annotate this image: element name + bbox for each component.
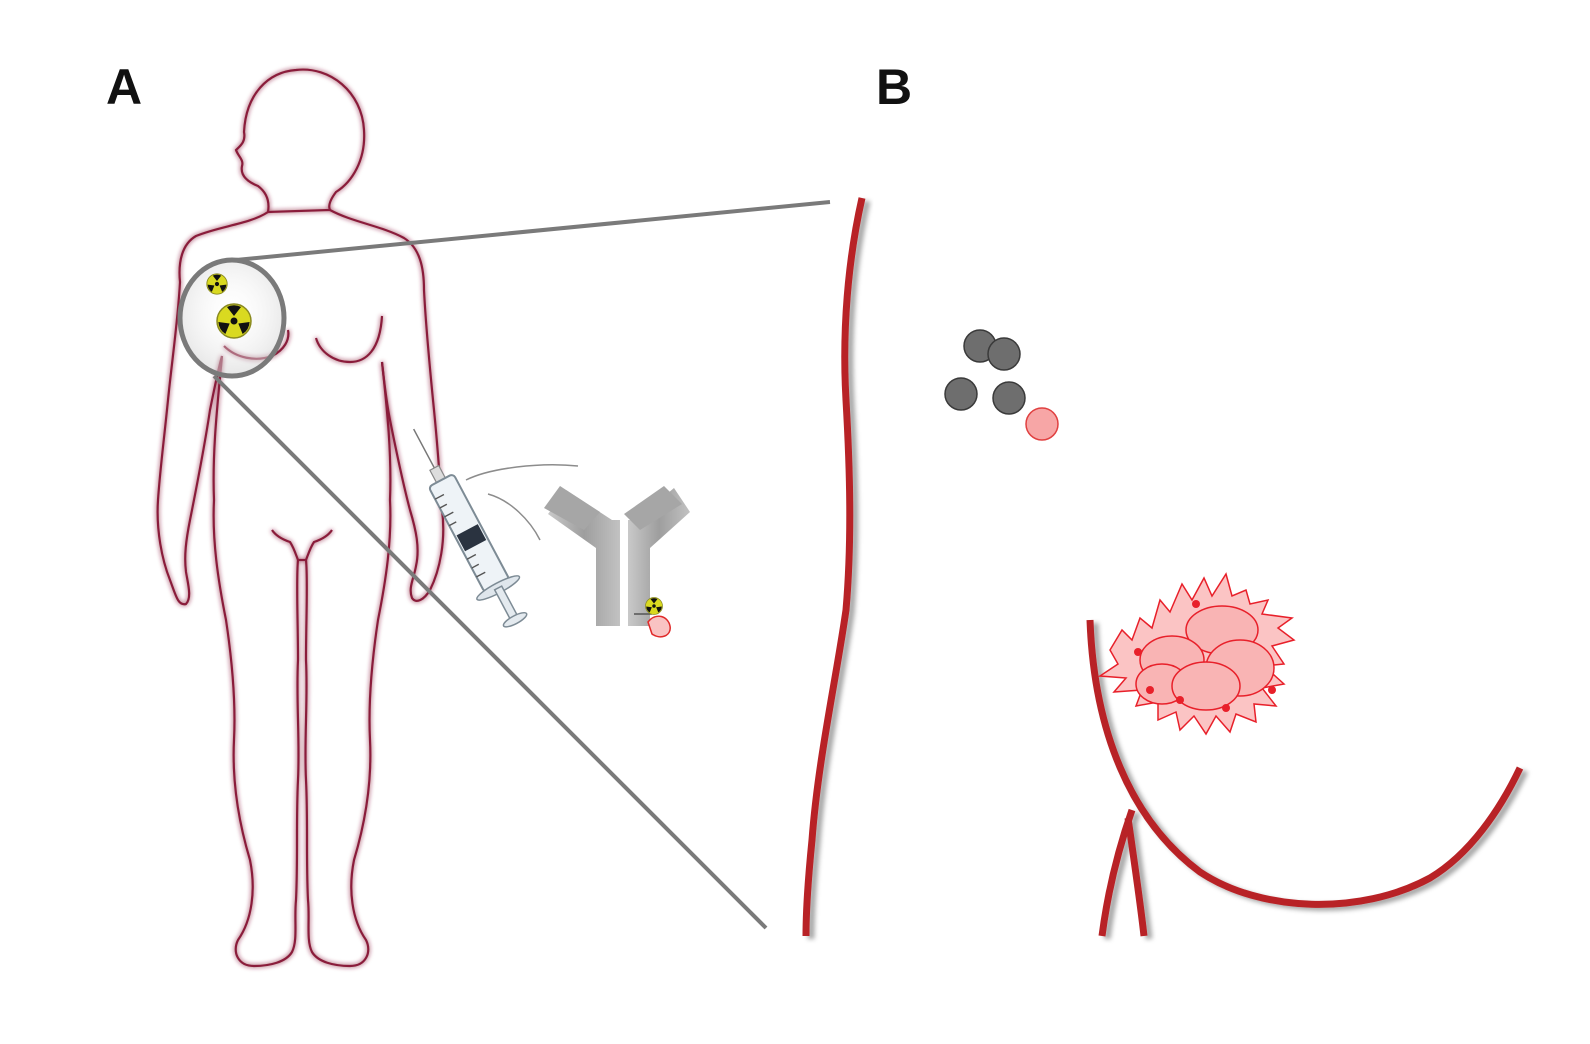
- vessel-right-curve: [1086, 619, 1524, 937]
- syringe-icon: [413, 428, 528, 628]
- panel-label-a: A: [106, 59, 143, 115]
- tumor-cluster-icon: [1097, 572, 1296, 736]
- radiation-large-icon: [216, 303, 252, 339]
- gray-cell: [987, 337, 1021, 371]
- human-body-outline: [156, 68, 445, 968]
- zoom-connector-lines: [212, 200, 831, 930]
- vessel-left: [802, 197, 866, 937]
- zoom-lens: [177, 257, 287, 379]
- panel-label-b: B: [876, 59, 913, 115]
- antibody-icon: [544, 486, 690, 638]
- radiation-small-icon: [206, 273, 228, 295]
- gray-cell: [944, 377, 978, 411]
- pink-cell: [1025, 407, 1059, 441]
- gray-cell: [992, 381, 1026, 415]
- radiation-label-icon: [645, 597, 663, 615]
- cell-cluster: [944, 329, 1059, 441]
- injection-motion-lines: [465, 464, 579, 541]
